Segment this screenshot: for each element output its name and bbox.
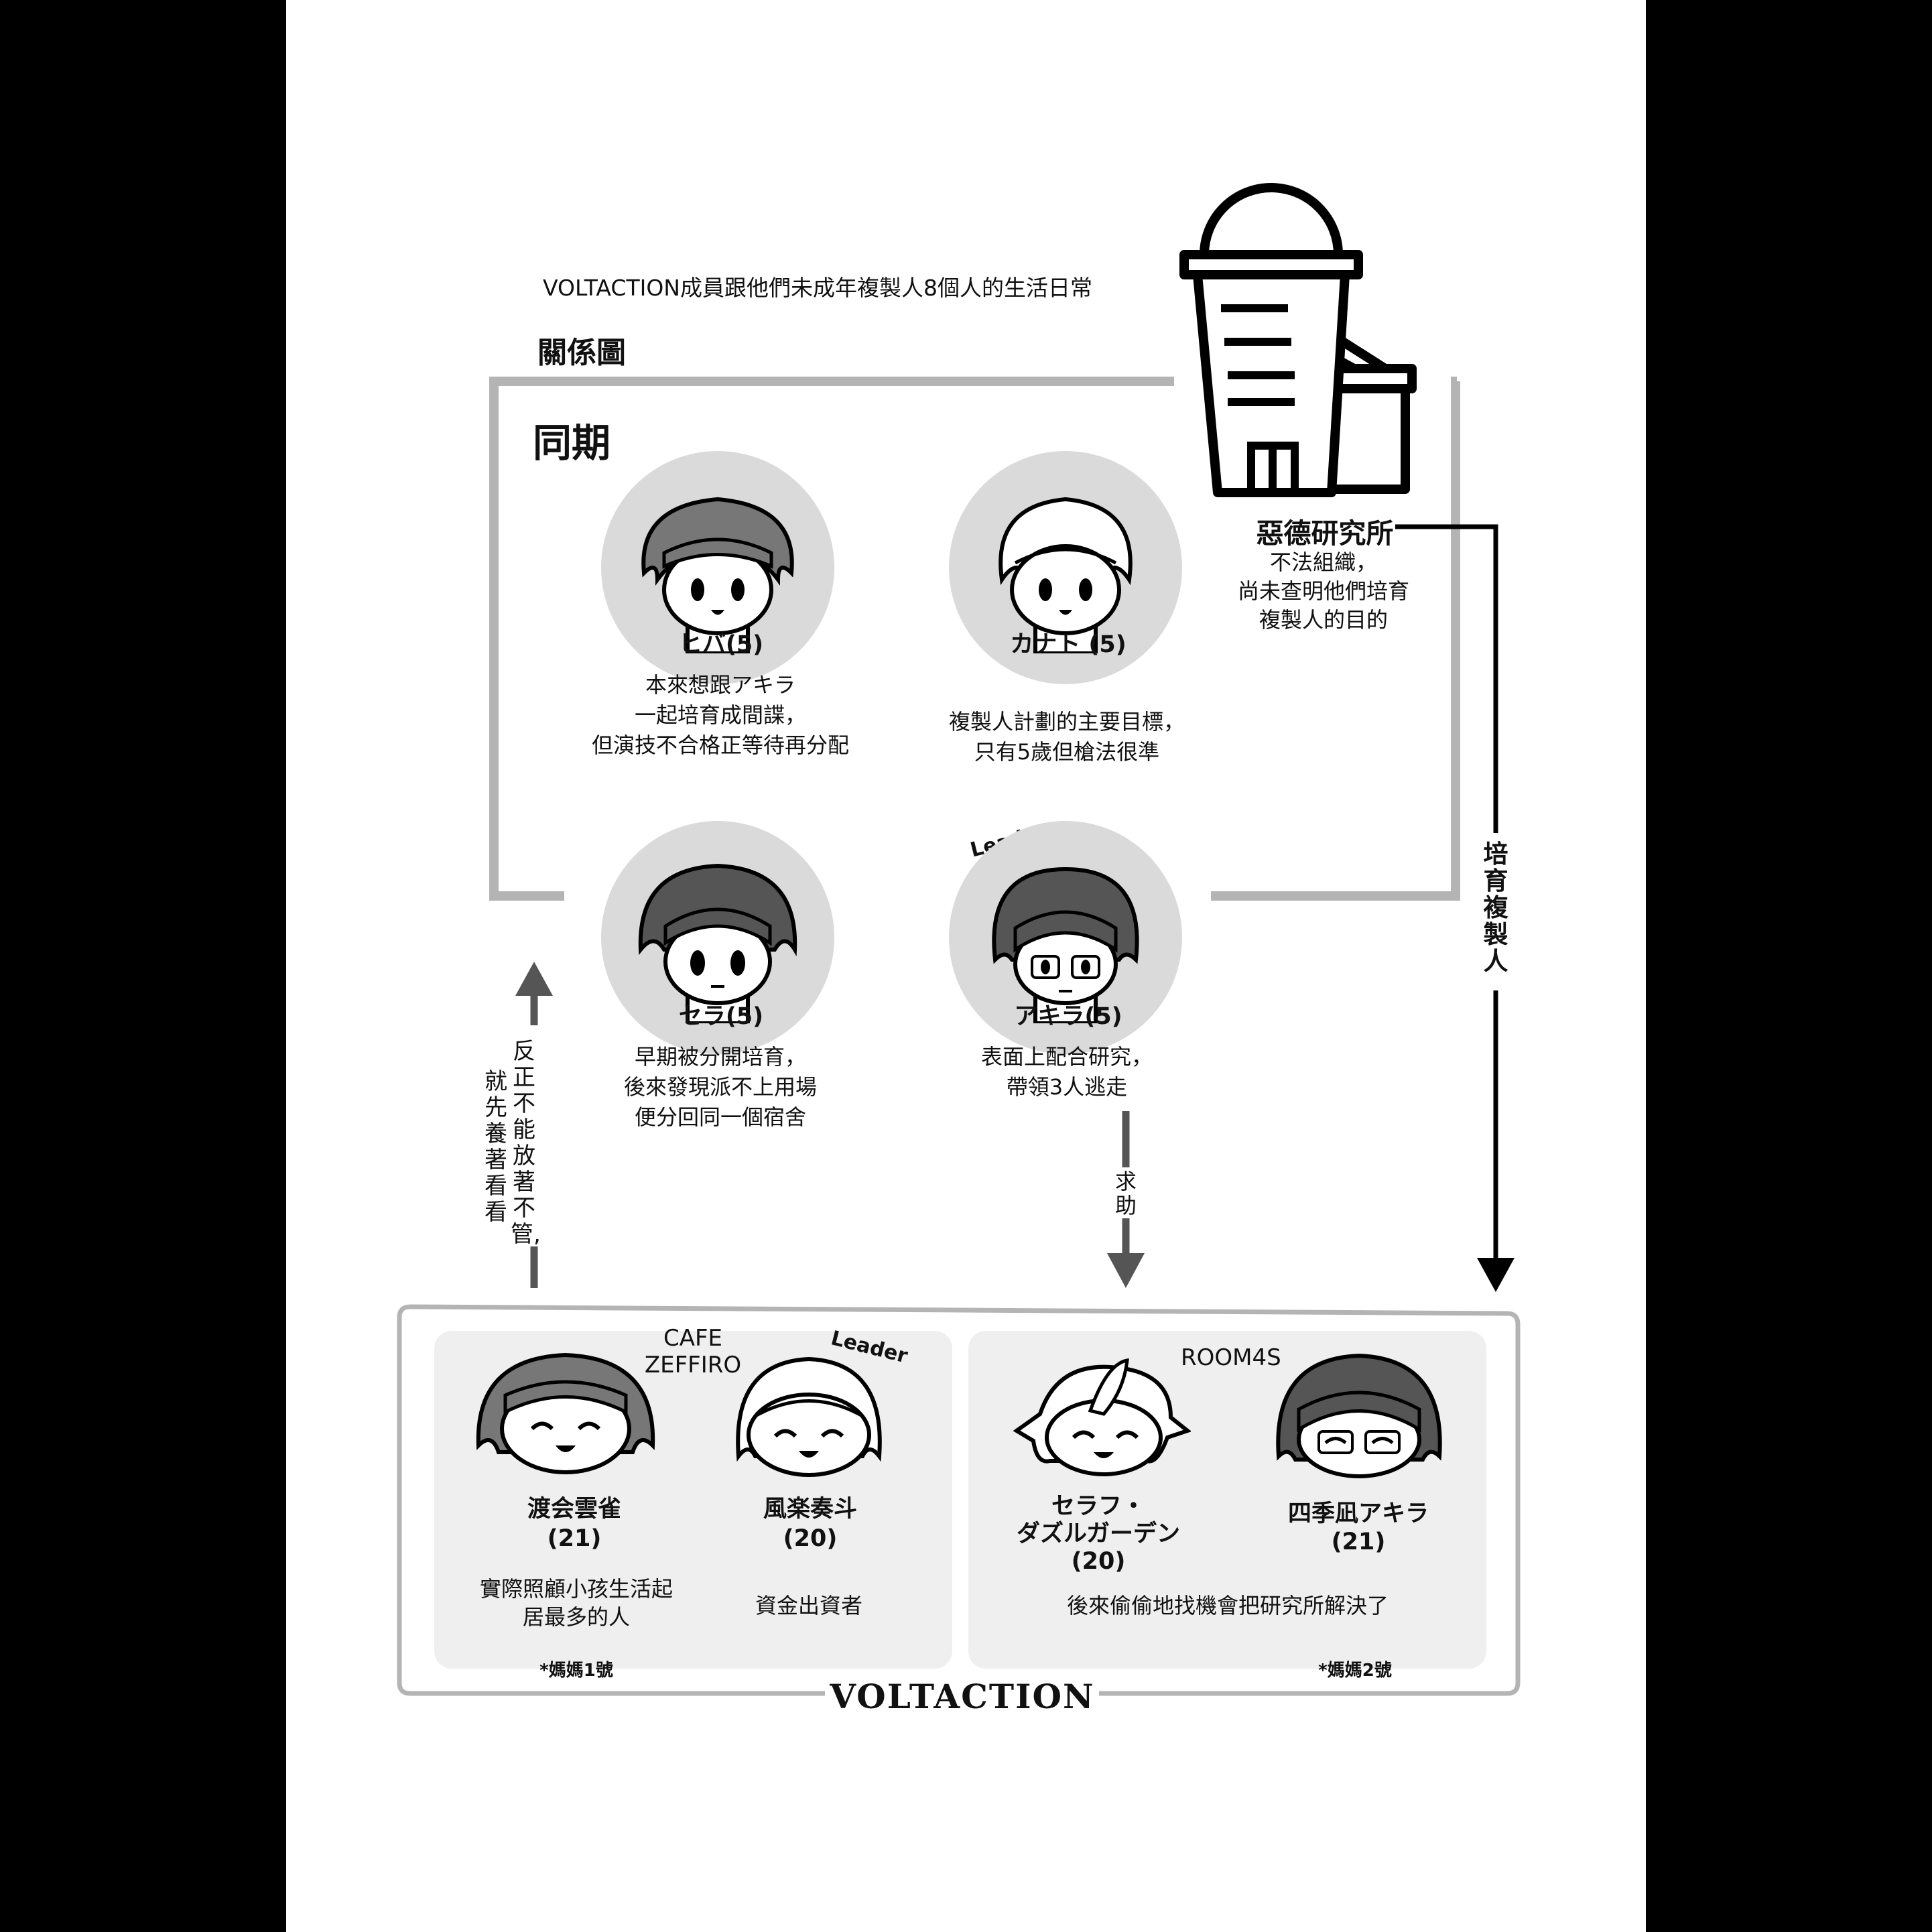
kanato-line: 只有5歲但槍法很準 [974,739,1160,765]
raise-clones-arrow [1395,524,1515,1292]
room4s-label: ROOM4S [1181,1344,1281,1371]
akira-description: 表面上配合研究， 帶領3人逃走 [981,1042,1153,1102]
doki-label: 同期 [533,420,611,466]
akira-line: 表面上配合研究， [980,1044,1153,1070]
sera-line: 後來發現派不上用場 [623,1074,818,1100]
keep-raising-arrow [515,962,553,1288]
connector-lines [397,377,1521,1696]
akira-adult-icon [1276,1353,1442,1478]
hiba-chibi-icon [641,497,794,653]
hibari-name: 渡会雲雀 (21) [527,1494,621,1553]
cafe-name-line: ZEFFIRO [644,1352,742,1378]
cafe-note: *媽媽1號 [539,1661,613,1681]
lab-line: 尚未查明他們培育 [1237,578,1410,604]
akira-name: アキラ(5) [1014,1003,1122,1030]
kanato-line: 複製人計劃的主要目標， [948,709,1185,734]
kanato-adult-icon [736,1356,882,1477]
akira-portrait [949,821,1182,1054]
kanato-chibi-icon [999,497,1133,653]
seraph-age: (20) [1071,1548,1126,1575]
kanato-adult-name-text: 風楽奏斗 [763,1496,858,1523]
page: VOLTACTION成員跟他們未成年複製人8個人的生活日常 關係圖 [286,0,1646,1932]
seraph-name: セラフ・ ダズルガーデン (20) [1017,1493,1180,1575]
akira-adult-age: (21) [1331,1529,1386,1555]
kanato-portrait [949,451,1182,684]
hiba-description: 本來想跟アキラ 一起培育成間諜， 但演技不合格正等待再分配 [592,670,849,761]
hibari-line: 實際照顧小孩生活起 [479,1576,673,1602]
seraph-adult-icon [1013,1358,1191,1476]
kanato-adult-age: (20) [783,1525,838,1552]
kanato-description: 複製人計劃的主要目標， 只有5歲但槍法很準 [949,707,1185,767]
kanato-adult-description: 資金出資者 [755,1593,863,1618]
kanato-adult-name: 風楽奏斗 (20) [763,1494,857,1553]
akira-chibi-icon [992,866,1139,1023]
hiba-portrait [601,451,834,684]
lab-description: 不法組織， 尚未查明他們培育 複製人的目的 [1238,548,1409,635]
akira-adult-name: 四季凪アキラ (21) [1288,1500,1429,1556]
lab-line: 不法組織， [1269,550,1378,575]
subtitle: VOLTACTION成員跟他們未成年複製人8個人的生活日常 [543,275,1092,301]
raise-clones-label: 培育複製人 [1483,840,1508,976]
left-arrow-label-1: 反正不能放著不管, [511,1038,541,1248]
sera-line: 便分回同一個宿舍 [634,1104,807,1130]
ask-help-arrow [1107,1111,1145,1288]
lab-name: 惡德研究所 [1256,517,1394,550]
sera-name: セラ(5) [678,1003,764,1030]
akira-line: 帶領3人逃走 [1006,1074,1128,1100]
seraph-name-line: ダズルガーデン [1017,1521,1180,1547]
hibari-age: (21) [547,1525,602,1552]
hibari-adult-icon [476,1352,655,1474]
sera-chibi-icon [638,863,797,1023]
akira-adult-name-text: 四季凪アキラ [1287,1500,1429,1527]
sera-line: 早期被分開培育， [634,1044,807,1070]
room4s-description: 後來偷偷地找機會把研究所解決了 [1066,1593,1389,1618]
hiba-name: ヒバ(5) [678,631,764,658]
cafe-name-line: CAFE [663,1325,723,1352]
room-note: *媽媽2號 [1318,1661,1392,1681]
voltaction-label: VOLTACTION [826,1677,1099,1716]
hiba-line: 一起培育成間諜， [634,702,807,728]
seraph-name-line: セラフ・ [1051,1493,1146,1520]
hibari-description: 實際照顧小孩生活起 居最多的人 [480,1575,673,1631]
sera-description: 早期被分開培育， 後來發現派不上用場 便分回同一個宿舍 [624,1042,817,1133]
hibari-line: 居最多的人 [522,1604,631,1630]
sera-portrait [601,821,834,1054]
kanato-name: カナト (5) [1010,631,1126,658]
hiba-line: 本來想跟アキラ [645,672,796,698]
ask-help-label: 求助 [1114,1169,1137,1218]
cafe-zeffiro-label: CAFE ZEFFIRO [645,1325,741,1378]
lab-line: 複製人的目的 [1259,607,1389,633]
left-arrow-label-2: 就先養著看看 [485,1068,507,1226]
diagram-title: 關係圖 [537,336,626,370]
lab-building-icon [1179,183,1417,497]
hibari-name-text: 渡会雲雀 [527,1496,622,1523]
hiba-line: 但演技不合格正等待再分配 [591,732,850,758]
